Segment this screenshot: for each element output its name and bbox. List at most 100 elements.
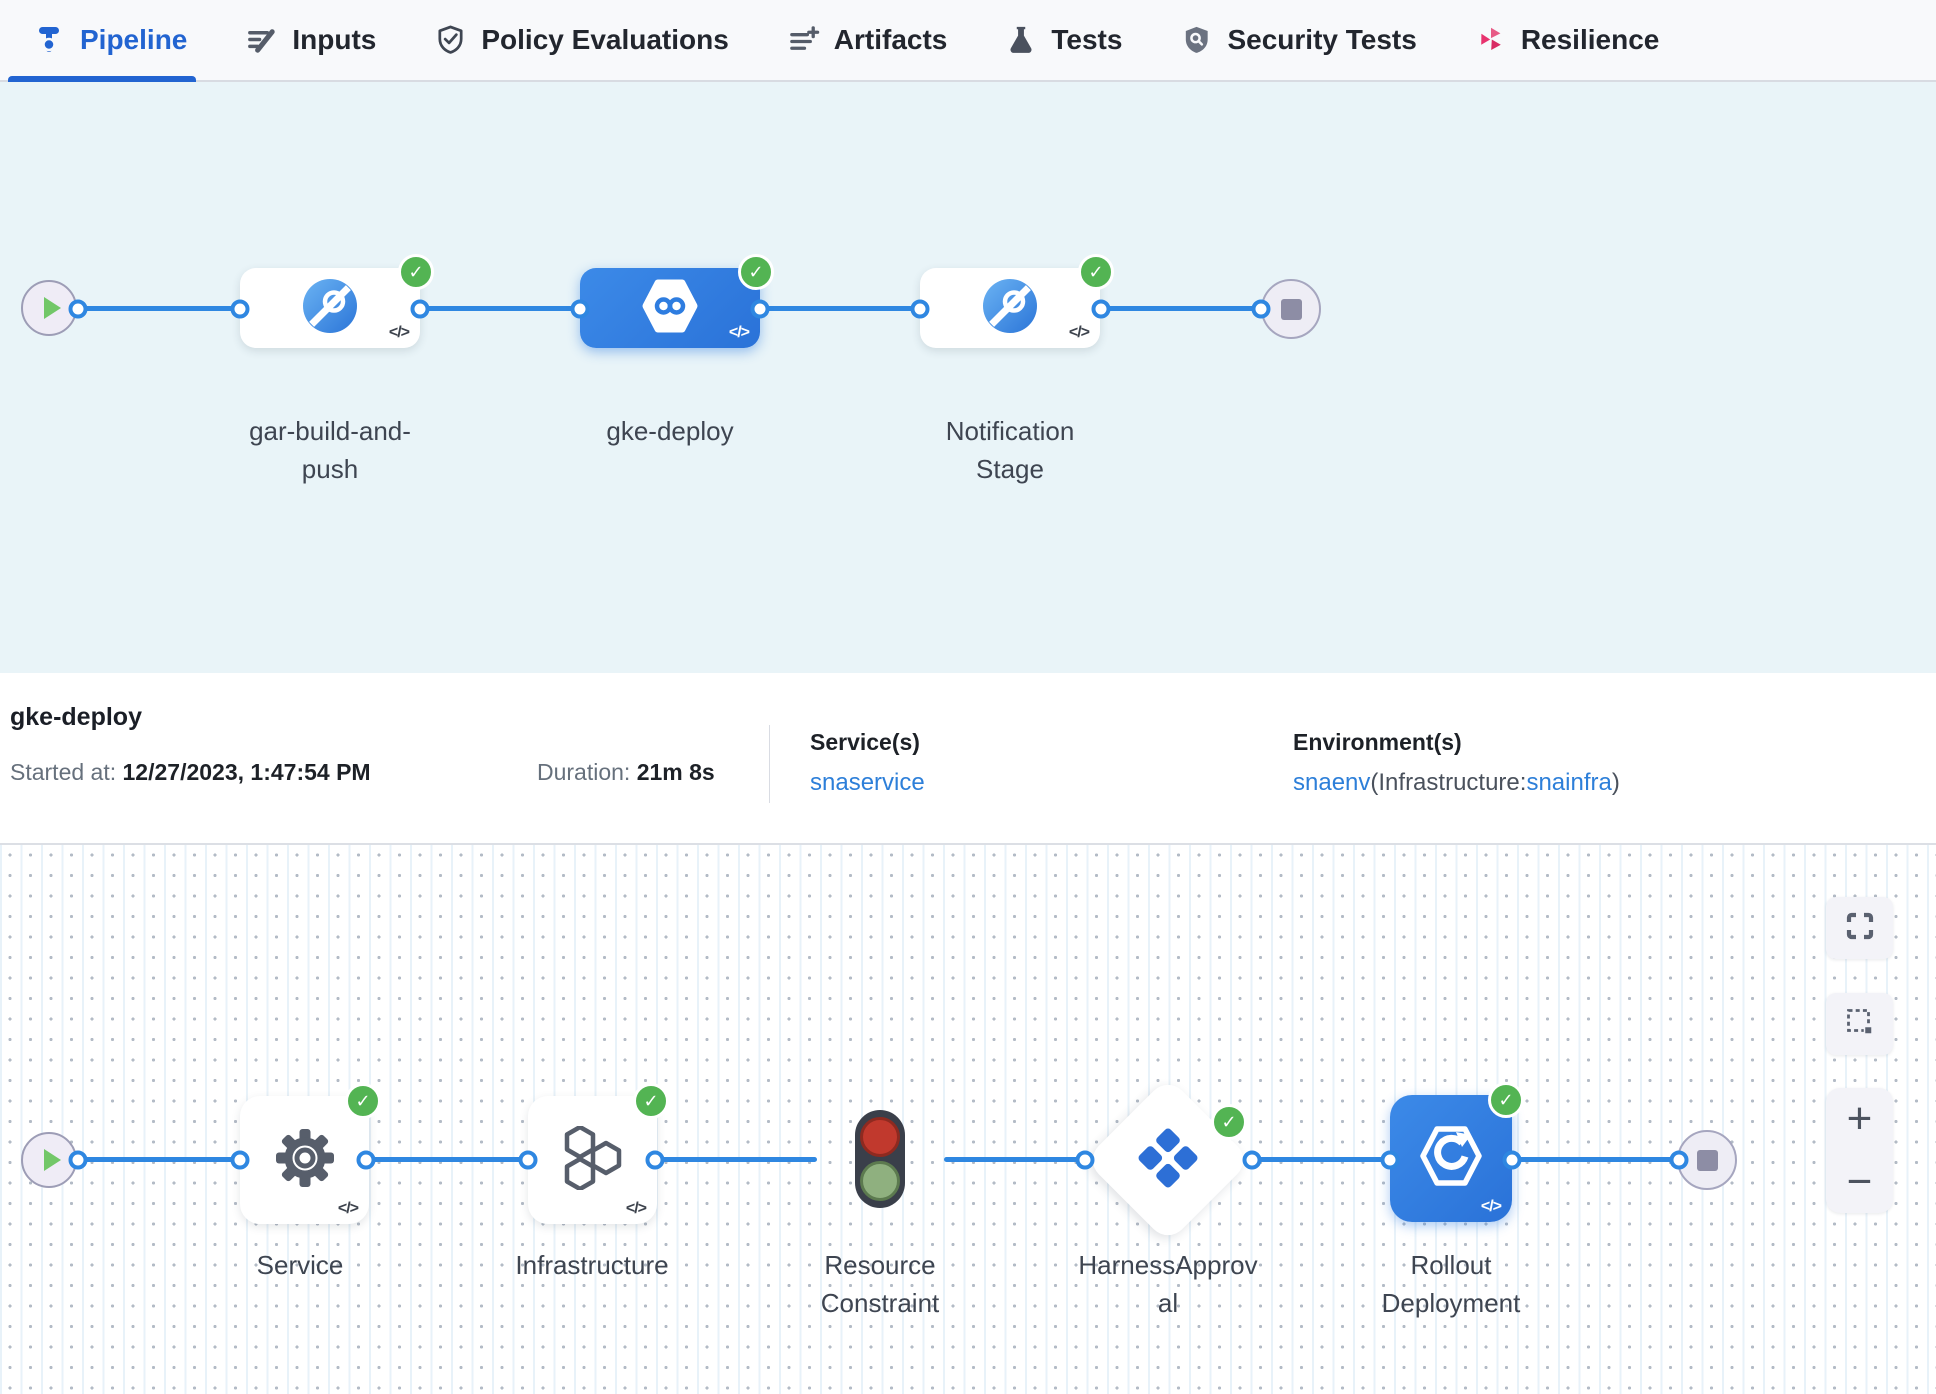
edge-connector [1075, 1150, 1095, 1170]
edge-line [760, 306, 920, 311]
marquee-select-button[interactable] [1826, 993, 1893, 1055]
edge-line [1101, 306, 1261, 311]
edge-connector [410, 299, 430, 319]
zoom-controls: + − [1826, 1088, 1893, 1213]
duration: Duration: 21m 8s [537, 759, 715, 785]
success-check-icon: ✓ [1211, 1104, 1247, 1140]
services-heading: Service(s) [810, 729, 920, 755]
tab-security-tests-label: Security Tests [1227, 24, 1417, 55]
edge-connector [910, 299, 930, 319]
edge-connector [1091, 299, 1111, 319]
selected-stage-title: gke-deploy [10, 703, 142, 731]
success-check-icon: ✓ [398, 254, 434, 290]
environment-link[interactable]: snaenv [1293, 769, 1371, 796]
stage-card-gar-build-and-push[interactable]: ✓ </> [240, 254, 434, 348]
edge-connector [230, 299, 250, 319]
code-toggle-icon: </> [1068, 324, 1090, 341]
edge-connector [750, 299, 770, 319]
environment-value: snaenv(Infrastructure:snainfra) [1293, 769, 1620, 796]
execution-summary-bar: gke-deploy Started at: 12/27/2023, 1:47:… [0, 673, 1936, 845]
service-link: snaservice [810, 769, 925, 796]
edge-line [78, 1157, 240, 1162]
tab-security-tests[interactable]: Security Tests [1180, 24, 1417, 57]
pipeline-icon [32, 23, 66, 57]
stop-icon [1280, 298, 1302, 320]
gear-icon [273, 1126, 337, 1195]
inputs-icon [245, 24, 278, 57]
code-toggle-icon: </> [337, 1200, 359, 1217]
execution-tabbar: Pipeline Inputs Policy Evaluations [0, 0, 1936, 82]
fullscreen-icon [1845, 911, 1875, 946]
zoom-in-button[interactable]: + [1846, 1094, 1873, 1143]
step-label: Infrastructure [515, 1250, 669, 1280]
stage-card-gke-deploy[interactable]: ✓ </> [580, 254, 774, 348]
edge-connector [645, 1150, 665, 1170]
edge-connector [1242, 1150, 1262, 1170]
security-tests-icon [1180, 24, 1213, 57]
rollout-icon [1418, 1123, 1484, 1194]
step-resource-constraint[interactable] [855, 1110, 905, 1208]
step-card-infrastructure[interactable]: ✓ </> [528, 1083, 669, 1224]
stage-graph-panel: ✓ </> ✓ </> [0, 82, 1936, 673]
edge-line [78, 306, 240, 311]
step-card-rollout-deployment[interactable]: ✓ </> [1390, 1082, 1524, 1222]
traffic-green-light-icon [860, 1161, 900, 1201]
step-label: Service [256, 1250, 344, 1280]
tab-tests[interactable]: Tests [1005, 24, 1122, 56]
edge-connector [1251, 299, 1271, 319]
tab-policy-evaluations[interactable]: Policy Evaluations [434, 24, 729, 57]
stop-icon [1696, 1149, 1718, 1171]
fullscreen-button[interactable] [1826, 897, 1893, 959]
edge-connector [68, 299, 88, 319]
artifacts-icon [787, 24, 820, 57]
edge-connector [518, 1150, 538, 1170]
tab-policy-evaluations-label: Policy Evaluations [481, 24, 729, 55]
success-check-icon: ✓ [345, 1083, 381, 1119]
play-icon [43, 1149, 61, 1171]
deploy-stage-icon [642, 278, 698, 339]
tab-inputs-label: Inputs [292, 24, 377, 55]
traffic-red-light-icon [860, 1117, 900, 1157]
code-toggle-icon: </> [625, 1200, 647, 1217]
edge-line [655, 1157, 817, 1162]
infrastructure-link[interactable]: snainfra [1526, 769, 1612, 796]
step-card-service[interactable]: ✓ </> [240, 1083, 381, 1224]
success-check-icon: ✓ [1078, 254, 1114, 290]
tab-artifacts-label: Artifacts [833, 24, 948, 55]
edge-line [1512, 1157, 1679, 1162]
code-toggle-icon: </> [1480, 1198, 1502, 1215]
step-graph-panel: ✓ </> ✓ </> [0, 845, 1936, 1394]
approval-diamonds-icon [1136, 1126, 1200, 1195]
edge-connector [230, 1150, 250, 1170]
tests-icon [1005, 24, 1037, 56]
edge-connector [1502, 1150, 1522, 1170]
tab-artifacts[interactable]: Artifacts [787, 24, 948, 57]
started-at: Started at: 12/27/2023, 1:47:54 PM [10, 759, 371, 785]
zoom-out-button[interactable]: − [1846, 1157, 1873, 1206]
step-card-harness-approval[interactable] [1084, 1076, 1252, 1244]
active-tab-underline [8, 76, 196, 82]
tab-inputs[interactable]: Inputs [245, 24, 376, 57]
success-check-icon: ✓ [738, 254, 774, 290]
graph-start-node [21, 1132, 77, 1188]
stage-label: gke-deploy [606, 416, 734, 446]
tab-tests-label: Tests [1051, 24, 1123, 55]
tab-resilience[interactable]: Resilience [1475, 24, 1659, 56]
success-check-icon: ✓ [1488, 1082, 1524, 1118]
edge-line [944, 1157, 1085, 1162]
play-icon [43, 297, 61, 319]
edge-connector [570, 299, 590, 319]
edge-connector [356, 1150, 376, 1170]
environments-heading: Environment(s) [1293, 729, 1462, 755]
edge-line [366, 1157, 528, 1162]
edge-line [1252, 1157, 1390, 1162]
edge-connector [68, 1150, 88, 1170]
stage-card-notification-stage[interactable]: ✓ </> [920, 254, 1114, 348]
tab-pipeline[interactable]: Pipeline [32, 23, 187, 57]
success-check-icon: ✓ [633, 1083, 669, 1119]
